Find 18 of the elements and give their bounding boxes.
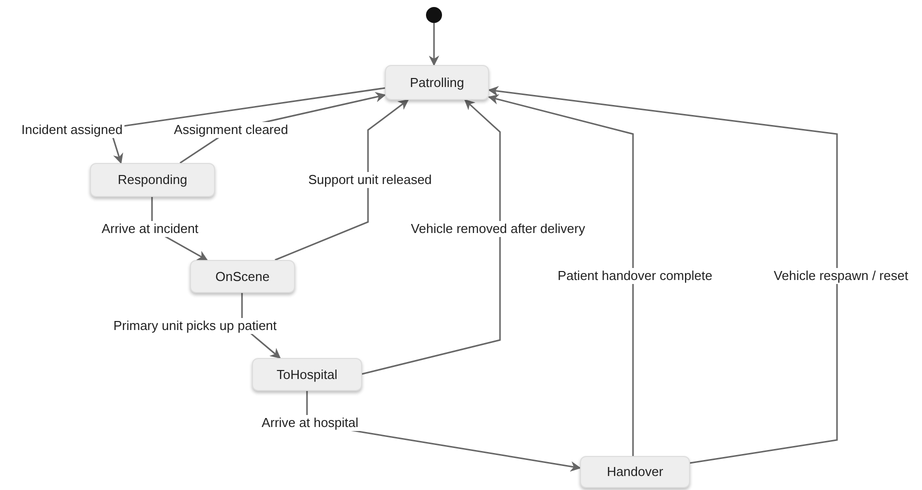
transition-arrow (488, 86, 838, 464)
transition-arrow (428, 23, 440, 66)
state-box: Handover (580, 456, 690, 488)
state-box: ToHospital (252, 358, 362, 391)
transition-arrow (274, 99, 409, 261)
edge-label: Primary unit picks up patient (111, 318, 279, 334)
edge-label: Vehicle respawn / reset (772, 268, 910, 284)
state-box: Patrolling (385, 65, 489, 100)
state-box: OnScene (190, 260, 295, 293)
transition-arrow (488, 94, 634, 456)
edge-label: Assignment cleared (172, 122, 290, 138)
edge-label: Arrive at hospital (260, 415, 360, 431)
edge-label: Support unit released (306, 172, 434, 188)
edge-label: Arrive at incident (100, 221, 200, 237)
transition-arrow (362, 99, 501, 375)
edge-label: Patient handover complete (556, 268, 714, 284)
edge-label: Vehicle removed after delivery (408, 221, 588, 237)
state-box: Responding (90, 163, 215, 197)
